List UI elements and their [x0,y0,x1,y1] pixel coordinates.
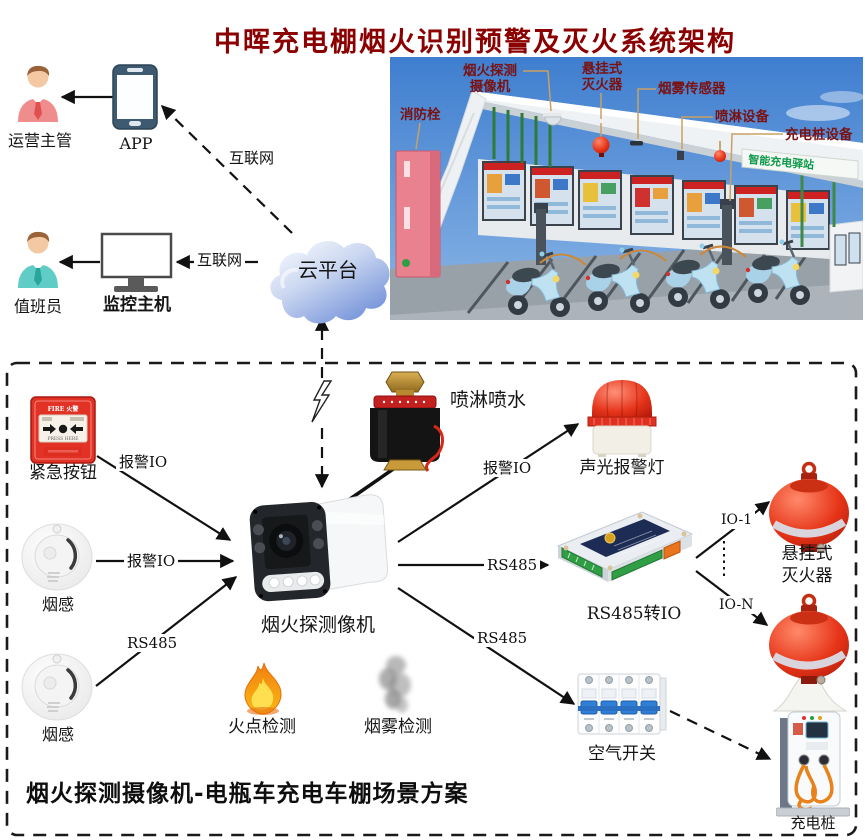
photo-smoke-sensor [630,141,643,146]
button-press-text: PRESS HERE [47,436,78,442]
solenoid-valve-icon [370,371,444,472]
green-struts [492,107,552,167]
duty-officer-label: 值班员 [13,297,62,316]
callout-hydrant: 消防栓 [400,106,441,123]
cloud-icon [270,240,390,324]
station-sign [741,148,859,180]
charging-pile-icon [776,711,850,817]
callout-sprinkler: 喷淋设备 [715,108,769,125]
operator-label: 运营主管 [7,131,72,150]
smoke-detector-1-icon [21,523,93,591]
internet-label-app: 互联网 [226,149,278,167]
sprinkler-valve-label: 喷淋喷水 [450,389,527,411]
link-label-ion: IO-N [716,596,757,614]
photo-hanging-extinguisher [592,136,610,154]
detection-camera-icon [249,494,388,602]
hanging-extinguisher-label-line1: 悬挂式 [781,544,833,564]
fire-detection-label: 火点检测 [228,717,296,737]
callout-camera-line1: 烟火探测 [463,62,517,79]
cloud-platform-label: 云平台 [298,258,358,282]
io-module-icon [556,511,694,582]
link-camera-to-alarm [397,423,580,543]
extinguisher-ball-1-icon [766,460,852,554]
link-label-module-rs485: RS485 [484,556,541,574]
smoke-detection-label: 烟雾检测 [364,717,432,737]
callout-extinguisher-line1: 悬挂式 [582,60,623,77]
extinguisher-ball-2-icon [766,592,852,712]
photo-sprinkler [677,151,684,160]
dome-camera [544,116,562,126]
flame-icon [244,662,282,715]
emergency-button-label: 紧急按钮 [29,463,97,483]
link-label-smoke1-io: 报警IO [124,552,179,570]
dutyofficer-avatar-icon [18,231,58,288]
posters [482,161,830,250]
callout-charger: 充电桩设备 [785,126,853,143]
alarm-beacon-icon [587,380,657,457]
alarm-light-label: 声光报警灯 [579,458,665,478]
link-label-airswitch-rs485: RS485 [474,629,531,647]
smartphone-icon [112,64,158,130]
callout-leaders [415,70,783,202]
link-label-button-io: 报警IO [116,453,171,471]
photo-lantern [714,150,726,162]
callout-camera-line2: 摄像机 [470,78,511,95]
smoke-detector-2-label: 烟感 [41,725,74,744]
callout-smoke-sensor: 烟雾传感器 [658,80,726,97]
scooters [504,238,812,319]
internet-label-monitor: 互联网 [194,251,246,269]
air-switch-label: 空气开关 [588,744,656,764]
scene-border [5,361,858,837]
page-title: 中晖充电棚烟火识别预警及灭火系统架构 [214,27,736,58]
emergency-button-icon: FIRE 火警 PRESS HERE [30,396,96,464]
link-label-io1: IO-1 [718,511,756,529]
io-module-label: RS485转IO [586,604,682,624]
lightning-bolt-icon [311,380,333,423]
link-label-smoke2-rs485: RS485 [124,634,181,652]
smoke-cloud-icon [379,656,411,713]
detection-camera-label: 烟火探测像机 [260,614,375,636]
smoke-detector-1-label: 烟感 [41,595,74,614]
fire-cabinet [395,150,441,278]
callout-extinguisher-line2: 灭火器 [581,77,623,93]
link-airswitch-to-pile [669,710,772,760]
monitor-icon [100,232,173,292]
charging-pile-label: 充电桩 [790,814,836,832]
link-smoke2-to-camera [95,576,238,687]
air-switch-icon [577,673,667,735]
hanging-extinguisher-label-line2: 灭火器 [781,566,833,586]
scene-caption: 烟火探测摄像机-电瓶车充电车棚场景方案 [26,781,469,807]
link-label-alarm-io: 报警IO [480,459,535,477]
operator-avatar-icon [18,65,58,122]
station-sign-text: 智能充电驿站 [748,152,815,172]
app-label: APP [119,134,153,153]
link-module-to-ext1 [695,501,771,559]
smoke-detector-2-icon [21,653,93,721]
button-fire-text: FIRE 火警 [48,405,79,413]
shed-photo: 智能充电驿站 消防栓 烟火探测 摄像机 悬挂式 灭火器 烟雾传感器 喷淋设备 充… [390,57,863,320]
link-cloud-to-phone [160,105,293,234]
monitor-host-label: 监控主机 [103,295,171,315]
